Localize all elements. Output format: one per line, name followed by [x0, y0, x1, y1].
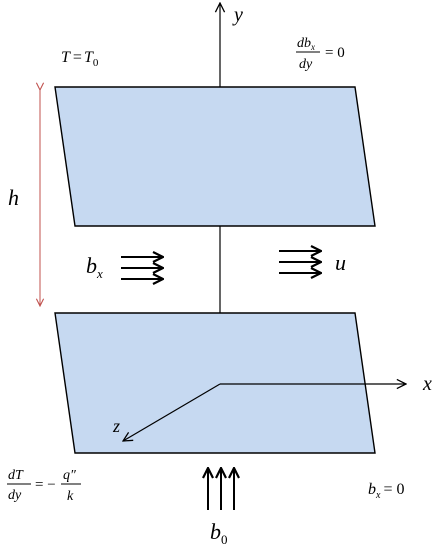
bottom-left-numerator: dT [8, 468, 24, 483]
bottom-plate [54, 312, 376, 454]
x-axis-label: x [422, 373, 432, 395]
bottom-left-denominator: dy [8, 488, 22, 503]
top-right-numerator: dbx [297, 36, 315, 52]
top-plate [54, 86, 376, 227]
field-arrows [121, 257, 163, 279]
y-axis-label: y [232, 4, 243, 26]
height-label: h [8, 185, 19, 210]
top-right-equals: = 0 [325, 45, 345, 61]
bottom-left-q-numerator: q″ [63, 468, 76, 483]
z-axis-label: z [112, 416, 120, 436]
bottom-right-condition: bx= 0 [368, 481, 404, 501]
bottom-left-equals: = − [35, 477, 56, 493]
z-axis [123, 383, 221, 441]
velocity-label: u [335, 250, 346, 275]
normal-field-arrows [208, 468, 234, 510]
top-left-condition: T=T0 [61, 49, 99, 69]
bottom-left-q-denominator: k [67, 489, 74, 504]
velocity-arrows [279, 251, 321, 273]
bottom-center-label: b0 [210, 519, 228, 547]
top-right-denominator: dy [299, 57, 313, 72]
field-label: bx [86, 253, 103, 281]
